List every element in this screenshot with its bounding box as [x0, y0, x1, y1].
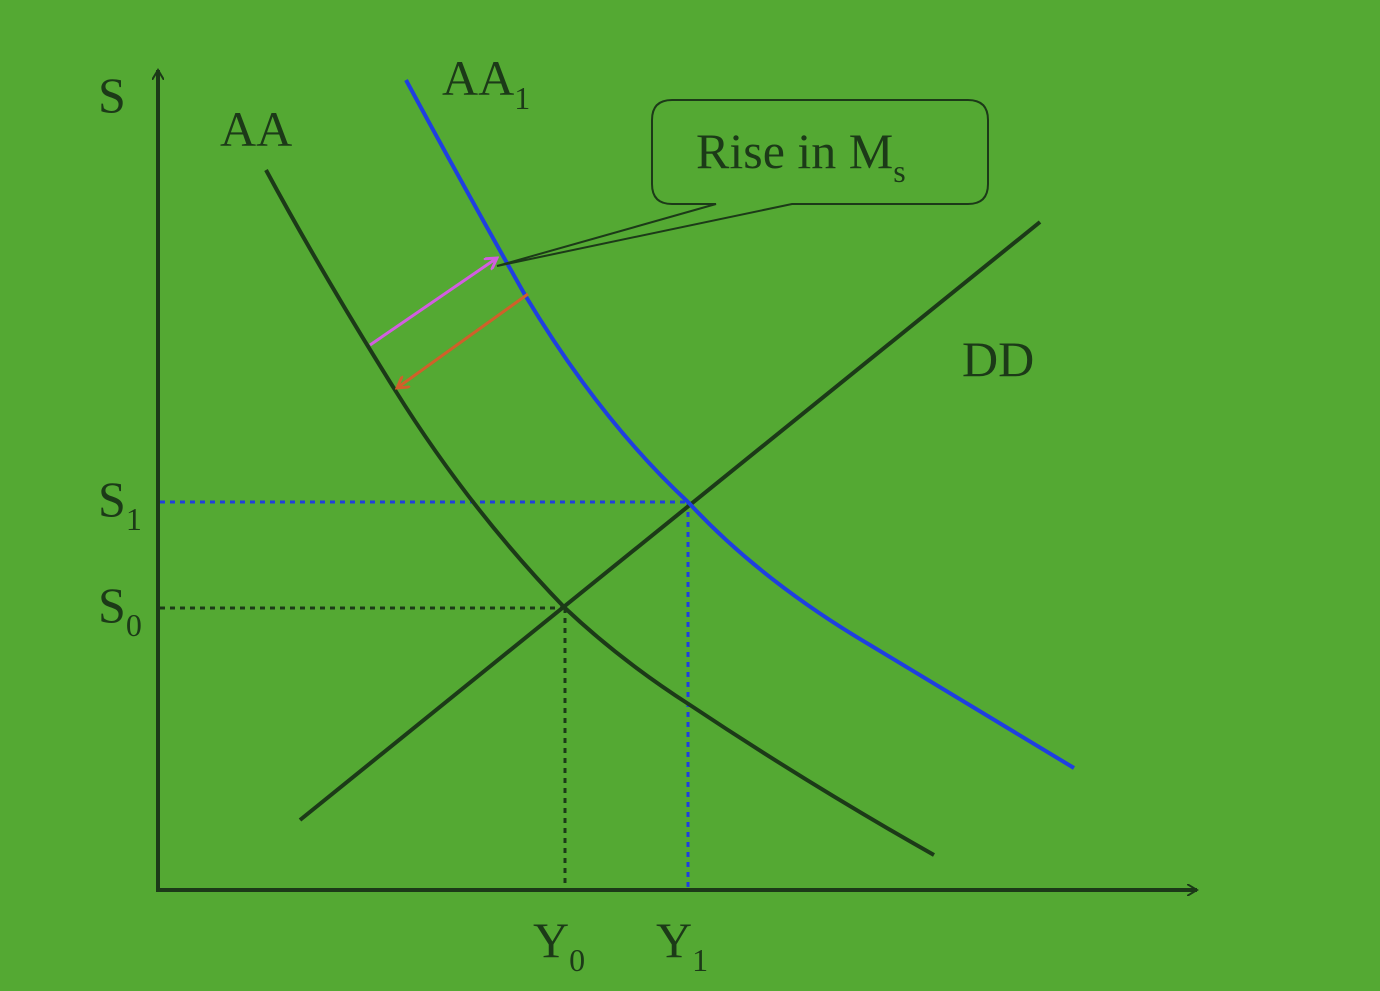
dd-curve-label: DD [962, 331, 1034, 387]
callout-label: Rise in Ms [696, 123, 906, 189]
tick-y1: Y1 [656, 912, 708, 978]
tick-s0: S0 [98, 577, 142, 643]
aa-curve-label: AA [220, 101, 292, 157]
aa1-curve-label: AA1 [442, 50, 530, 116]
shift-arrow-out [369, 258, 497, 347]
y-axis-label: S [98, 67, 126, 123]
shift-arrow-back [397, 292, 529, 388]
tick-y0: Y0 [533, 912, 585, 978]
tick-s1: S1 [98, 471, 142, 537]
callout-bubble [496, 99, 989, 267]
aa-curve [264, 169, 935, 857]
dd-curve [298, 220, 1042, 822]
aa1-curve [404, 79, 1076, 770]
